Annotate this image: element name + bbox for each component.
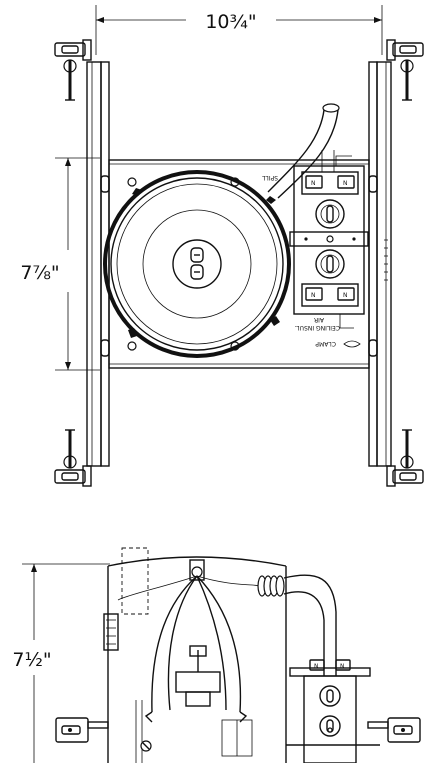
aperture-housing: [103, 170, 291, 358]
junction-box-top: N N N N: [289, 155, 369, 329]
jbox-label-tl: N: [311, 180, 316, 187]
side-clip-right: [367, 717, 421, 743]
jbox-label-br: N: [343, 292, 348, 299]
side-view: 7½": [12, 547, 421, 763]
width-dimension: 10¾": [95, 5, 383, 55]
height-dimension-top: 7⅞": [20, 157, 100, 371]
jbox-label-bl: N: [311, 292, 316, 299]
side-clip-left: [55, 717, 109, 743]
flex-conduit-side: [257, 574, 337, 676]
ceiling-label-line1: CEILING INSUL.: [294, 324, 340, 331]
height-dimension-top-label: 7⅞": [20, 262, 59, 284]
ceiling-label-line2: AIR: [314, 316, 324, 323]
clamp-label: CLAMP: [315, 340, 336, 347]
housing-side: [103, 547, 287, 763]
junction-box-side: N N: [286, 659, 380, 763]
height-dimension-side-label: 7½": [12, 649, 51, 671]
spill-label: SPILL: [261, 174, 278, 181]
flex-conduit-top: [267, 103, 340, 199]
jbox-label-tr: N: [343, 180, 348, 187]
jbox-side-label-left: N: [314, 663, 319, 670]
housing-labels: SPILL AIR CEILING INSUL. CLAMP: [261, 174, 361, 348]
hanger-bar-left: [54, 39, 110, 487]
height-dimension-side: 7½": [12, 563, 110, 763]
jbox-side-label-right: N: [340, 663, 345, 670]
top-view: 10¾" 7⅞": [20, 5, 424, 487]
mounting-plate: [100, 159, 388, 369]
hanger-bar-right: [368, 39, 424, 487]
width-dimension-label: 10¾": [205, 11, 256, 33]
